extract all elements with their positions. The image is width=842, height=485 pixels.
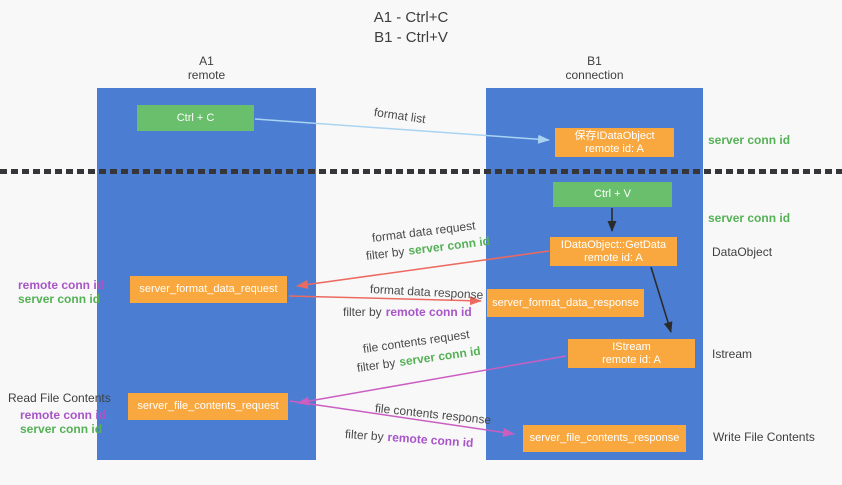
read-file-contents-label: Read File Contents (8, 391, 111, 405)
save-idataobject-line1: 保存IDataObject (574, 129, 655, 142)
server-conn-id-label-mid: server conn id (708, 211, 791, 225)
istream-line1: IStream (612, 340, 651, 353)
server-file-contents-response-node: server_file_contents_response (523, 425, 686, 452)
file-server-conn-id-label: server conn id (20, 422, 103, 436)
getdata-line2: remote id: A (584, 251, 643, 264)
ctrl-c-label: Ctrl + C (176, 111, 215, 124)
ctrl-c-node: Ctrl + C (137, 105, 254, 131)
format-data-response-arrow (288, 295, 482, 306)
filter-by-prefix: filter by (343, 305, 382, 319)
format-data-request-arrow (296, 250, 550, 289)
save-idataobject-line2: remote id: A (585, 142, 644, 155)
ctrl-v-label: Ctrl + V (594, 188, 631, 200)
dataobject-label: DataObject (712, 245, 773, 259)
server-file-contents-request-label: server_file_contents_request (137, 400, 279, 412)
format-remote-conn-id-label: remote conn id (18, 278, 105, 292)
istream-node: IStream remote id: A (568, 339, 695, 368)
file-contents-request-arrow (297, 355, 567, 406)
title-line-2: B1 - Ctrl+V (374, 29, 448, 46)
server-file-contents-request-node: server_file_contents_request (128, 393, 288, 420)
save-idataobject-node: 保存IDataObject remote id: A (555, 128, 674, 157)
title-line-1: A1 - Ctrl+C (373, 9, 449, 26)
lifeline-a-header: A1 remote (97, 54, 316, 82)
filter-remote-conn-id: remote conn id (385, 305, 472, 319)
istream-side-label: Istream (712, 347, 753, 361)
filter-by-prefix: filter by (344, 427, 385, 444)
write-file-contents-label: Write File Contents (713, 430, 815, 444)
getdata-to-istream-arrow (650, 266, 673, 333)
getdata-line1: IDataObject::GetData (560, 238, 667, 251)
server-format-data-response-label: server_format_data_response (492, 296, 639, 309)
file-conn-id-labels: remote conn id server conn id (20, 408, 106, 436)
server-format-data-response-node: server_format_data_response (487, 289, 644, 317)
server-file-contents-response-label: server_file_contents_response (529, 432, 680, 444)
ctrl-v-node: Ctrl + V (553, 182, 672, 207)
idataobject-getdata-node: IDataObject::GetData remote id: A (550, 237, 677, 266)
lifeline-a-id: A1 (199, 54, 214, 68)
file-remote-conn-id-label: remote conn id (20, 408, 107, 422)
server-format-data-request-node: server_format_data_request (130, 276, 287, 303)
format-conn-id-labels: remote conn id server conn id (18, 278, 104, 306)
file-contents-response-arrow (289, 400, 515, 437)
lifeline-b-id: B1 (587, 54, 602, 68)
lifeline-b-header: B1 connection (486, 54, 703, 82)
server-conn-id-label-top: server conn id (708, 133, 791, 147)
format-list-arrow (254, 118, 550, 144)
istream-line2: remote id: A (602, 353, 661, 366)
lifeline-a-role: remote (187, 68, 226, 82)
section-divider-dotted-line (0, 169, 842, 174)
lifeline-b-role: connection (565, 68, 624, 82)
format-server-conn-id-label: server conn id (18, 292, 101, 306)
server-format-data-request-label: server_format_data_request (139, 283, 278, 295)
diagram-title: A1 - Ctrl+C B1 - Ctrl+V (281, 8, 541, 48)
